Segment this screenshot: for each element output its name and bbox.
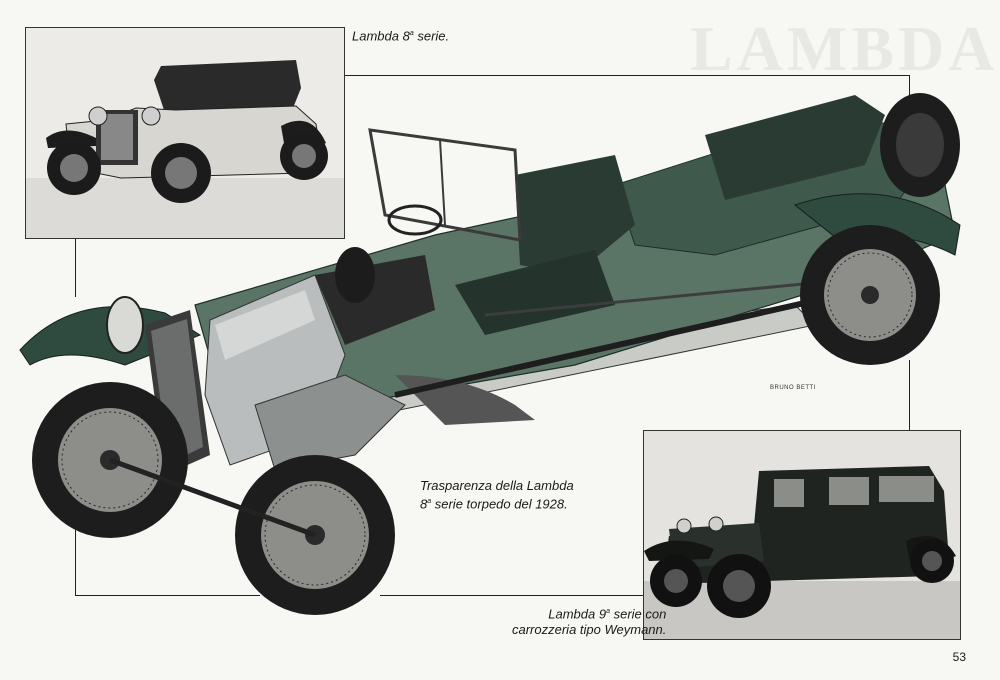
- caption-top: Lambda 8a serie.: [352, 28, 450, 44]
- frame-line-bottom-mid: [380, 595, 645, 596]
- frame-line-left: [75, 237, 76, 297]
- frame-line-bottom-left: [75, 595, 260, 596]
- frame-line-right: [909, 360, 910, 430]
- page-number: 53: [952, 650, 966, 664]
- photo-lambda-8-series: [25, 27, 345, 239]
- frame-line-right-top: [909, 75, 910, 100]
- artist-signature: BRUNO BETTI: [770, 385, 816, 391]
- caption-bottom: Lambda 9a serie con carrozzeria tipo Wey…: [512, 606, 667, 638]
- caption-center: Trasparenza della Lambda 8a serie torped…: [420, 478, 574, 512]
- background-title-watermark: LAMBDA: [690, 13, 999, 84]
- cutaway-illustration: [15, 75, 975, 635]
- frame-line-left-bottom: [75, 530, 76, 595]
- frame-line-top: [345, 75, 910, 76]
- photo-lambda-9-weymann: [643, 430, 961, 640]
